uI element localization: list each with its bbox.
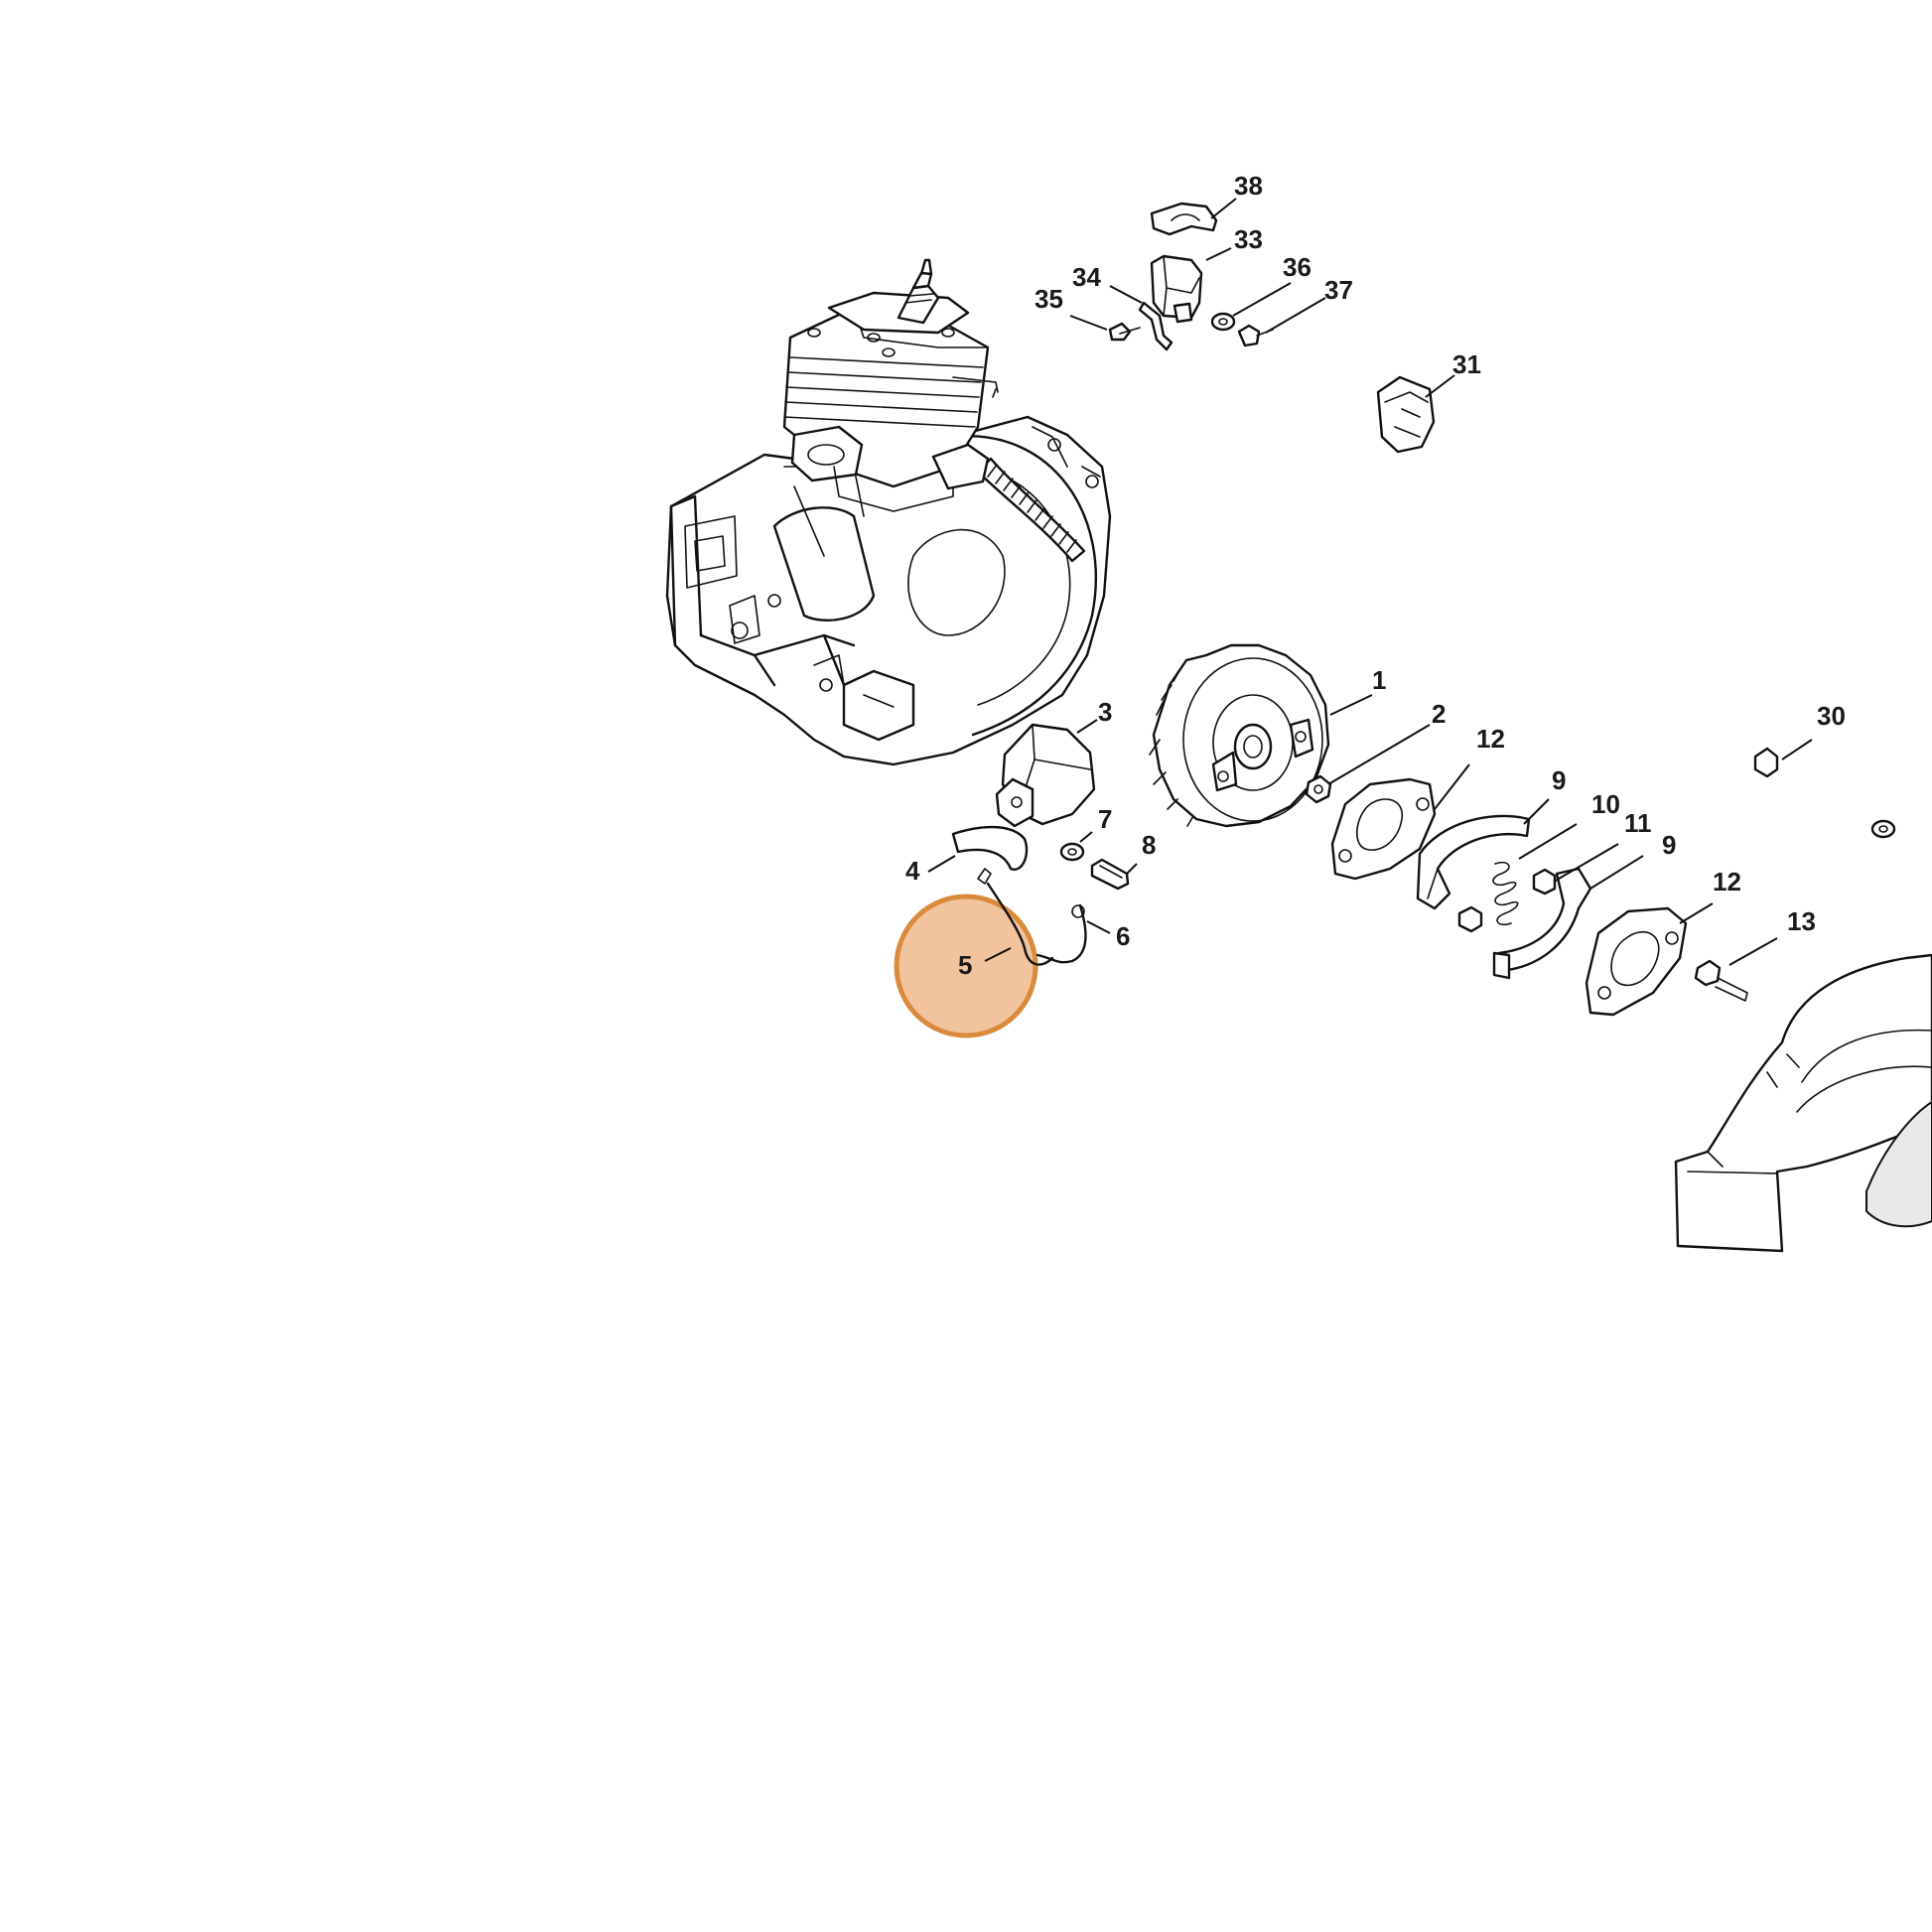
- part-3-ignition-module: [995, 723, 1096, 828]
- callout-33[interactable]: 33: [1234, 224, 1263, 254]
- callout-36[interactable]: 36: [1283, 252, 1311, 282]
- callout-31[interactable]: 31: [1452, 349, 1481, 379]
- callout-35[interactable]: 35: [1035, 284, 1063, 314]
- callout-38[interactable]: 38: [1234, 171, 1263, 201]
- crankcase: [665, 415, 1112, 766]
- part-10-spring: [1492, 861, 1519, 926]
- part-9-shoe-lower: [1492, 867, 1592, 980]
- cylinder: [782, 258, 999, 512]
- part-2-nut: [1305, 774, 1332, 804]
- callout-3[interactable]: 3: [1098, 697, 1112, 727]
- part-35-screw: [1108, 322, 1141, 342]
- part-7-washer: [1059, 842, 1085, 862]
- leader-lines: [927, 198, 1813, 966]
- ignition-lead-spring: [931, 443, 1086, 563]
- highlight-marker[interactable]: [894, 894, 1038, 1038]
- part-6-ground-wire: [1035, 903, 1087, 964]
- callout-9-lower[interactable]: 9: [1662, 830, 1676, 860]
- part-34-clip: [1138, 301, 1173, 351]
- callout-13[interactable]: 13: [1787, 906, 1816, 936]
- part-12-carrier-upper: [1330, 777, 1437, 881]
- callout-11[interactable]: 11: [1624, 808, 1652, 838]
- fan-housing: [1674, 953, 1932, 1253]
- callout-10[interactable]: 10: [1591, 789, 1620, 819]
- callout-6[interactable]: 6: [1116, 921, 1130, 951]
- callout-30[interactable]: 30: [1817, 701, 1846, 731]
- callout-12-upper[interactable]: 12: [1476, 724, 1505, 754]
- part-12-carrier-lower: [1585, 906, 1688, 1017]
- part-4-ignition-lead: [951, 825, 1029, 871]
- callout-34[interactable]: 34: [1072, 262, 1101, 292]
- part-11-bushing: [1457, 868, 1557, 933]
- callout-5[interactable]: 5: [958, 950, 972, 980]
- part-5-short-circuit-wire: [977, 868, 1054, 966]
- part-1-flywheel: [1149, 643, 1330, 828]
- callout-4[interactable]: 4: [905, 856, 920, 886]
- callout-37[interactable]: 37: [1324, 275, 1353, 305]
- part-30-sleeve: [1753, 747, 1896, 839]
- part-36-washer: [1210, 312, 1236, 332]
- callout-labels: 38 33 34 36 37 35 31 1 3 2 30 12 9 10 7 …: [905, 171, 1846, 980]
- callout-12-lower[interactable]: 12: [1713, 867, 1741, 897]
- part-31-buffer: [1376, 375, 1436, 454]
- part-13-screw: [1694, 959, 1748, 1002]
- part-33-holder: [1150, 254, 1203, 324]
- part-8-screw: [1090, 858, 1130, 891]
- callout-7[interactable]: 7: [1098, 804, 1112, 834]
- part-37-screw: [1237, 324, 1274, 347]
- callout-8[interactable]: 8: [1142, 830, 1156, 860]
- part-9-shoe-upper: [1416, 814, 1531, 910]
- callout-9-upper[interactable]: 9: [1552, 765, 1566, 795]
- part-38-bracket: [1150, 202, 1218, 236]
- callout-2[interactable]: 2: [1432, 699, 1446, 729]
- callout-1[interactable]: 1: [1372, 665, 1386, 695]
